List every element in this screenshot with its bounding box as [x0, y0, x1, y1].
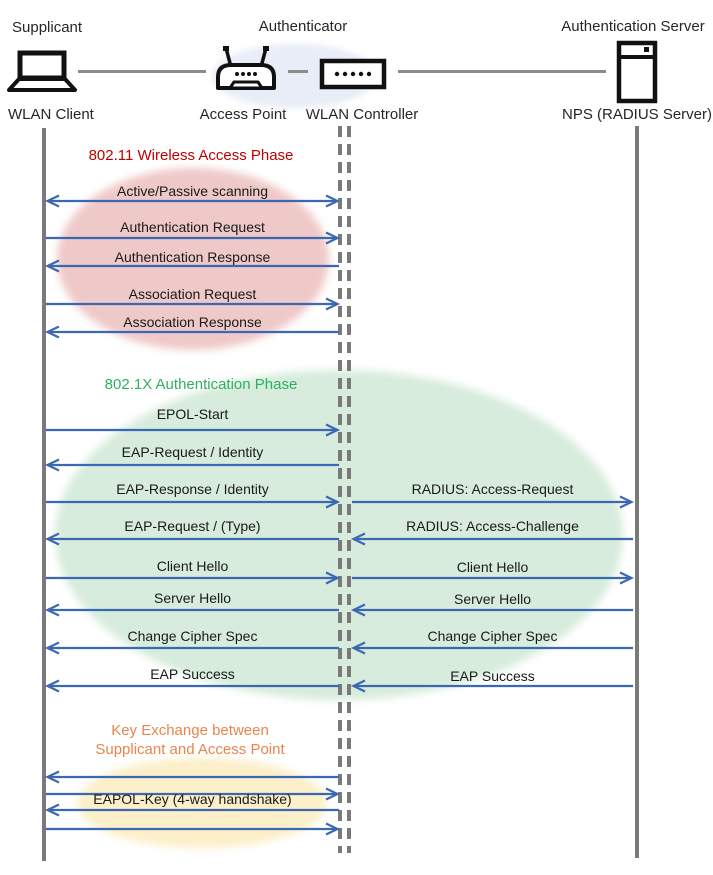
- wlan-controller-icon: [319, 58, 387, 90]
- message-arrow-right: [46, 495, 341, 509]
- node-label-wlan-controller: WLAN Controller: [305, 106, 419, 123]
- message-arrow-right: [352, 571, 635, 585]
- message-arrow-left: [44, 770, 339, 784]
- phase-title-line: 802.11 Wireless Access Phase: [88, 147, 294, 164]
- message-label: Association Response: [123, 314, 262, 330]
- lifeline-wlan-client: [42, 128, 46, 861]
- message-arrow-right: [46, 297, 341, 311]
- message-arrow-left: [44, 803, 339, 817]
- phase-title-line: Supplicant and Access Point: [95, 741, 285, 758]
- message-label: Change Cipher Spec: [127, 628, 258, 644]
- laptop-icon: [7, 50, 77, 92]
- message-label: EAP-Response / Identity: [116, 481, 269, 497]
- role-label-authenticator: Authenticator: [258, 18, 348, 35]
- message-label: RADIUS: Access-Request: [411, 481, 574, 497]
- message-arrow-left: [44, 641, 339, 655]
- message-arrow-left: [44, 458, 339, 472]
- message-arrow-right: [46, 787, 341, 801]
- phase-title-2: 802.1X Authentication Phase: [21, 375, 381, 394]
- role-label-authentication-server: Authentication Server: [561, 18, 705, 35]
- message-label: Client Hello: [156, 558, 229, 574]
- message-arrow-both: [44, 194, 341, 208]
- message-label: EPOL-Start: [156, 406, 229, 422]
- node-label-access-point: Access Point: [199, 106, 287, 123]
- message-arrow-left: [44, 532, 339, 546]
- message-label: EAP Success: [450, 668, 535, 684]
- message-label: EAP Success: [150, 666, 235, 682]
- message-arrow-left: [44, 603, 339, 617]
- connector-line: [398, 70, 606, 73]
- node-label-nps-radius-server: NPS (RADIUS Server): [561, 106, 713, 123]
- message-arrow-left: [44, 259, 339, 273]
- message-arrow-right: [46, 423, 341, 437]
- message-label: RADIUS: Access-Challenge: [406, 518, 579, 534]
- phase-title-1: 802.11 Wireless Access Phase: [11, 146, 371, 165]
- message-arrow-left: [350, 679, 633, 693]
- message-label: Change Cipher Spec: [427, 628, 558, 644]
- message-label: Association Request: [128, 286, 257, 302]
- message-arrow-right: [46, 231, 341, 245]
- message-label: Client Hello: [456, 559, 529, 575]
- connector-line: [78, 70, 206, 73]
- lifeline-nps-server: [635, 126, 639, 858]
- phase-ellipse-1: [57, 168, 329, 350]
- message-arrow-right: [46, 822, 341, 836]
- lifeline-wlan-controller: [338, 126, 342, 853]
- message-arrow-left: [350, 532, 633, 546]
- message-arrow-left: [350, 603, 633, 617]
- phase-title-line: 802.1X Authentication Phase: [104, 376, 298, 393]
- phase-title-line: Key Exchange between: [111, 722, 269, 739]
- message-label: Active/Passive scanning: [117, 183, 268, 199]
- phase-ellipse-3: [77, 758, 327, 848]
- message-arrow-right: [46, 571, 341, 585]
- access-point-icon: [216, 46, 276, 90]
- message-arrow-left: [350, 641, 633, 655]
- message-label: EAP-Request / Identity: [121, 444, 264, 460]
- lifeline-wlan-controller: [347, 126, 351, 853]
- message-arrow-left: [44, 679, 339, 693]
- message-label: Server Hello: [153, 590, 232, 606]
- message-arrow-right: [352, 495, 635, 509]
- message-label: Authentication Request: [120, 219, 265, 235]
- message-label: Authentication Response: [114, 249, 271, 265]
- role-label-supplicant: Supplicant: [12, 19, 83, 36]
- message-label: EAP-Request / (Type): [124, 518, 261, 534]
- node-label-wlan-client: WLAN Client: [8, 106, 94, 123]
- message-label: Server Hello: [453, 591, 532, 607]
- connector-line: [288, 70, 308, 73]
- message-arrow-left: [44, 325, 339, 339]
- server-icon: [616, 40, 658, 104]
- message-label: EAPOL-Key (4-way handshake): [93, 791, 292, 807]
